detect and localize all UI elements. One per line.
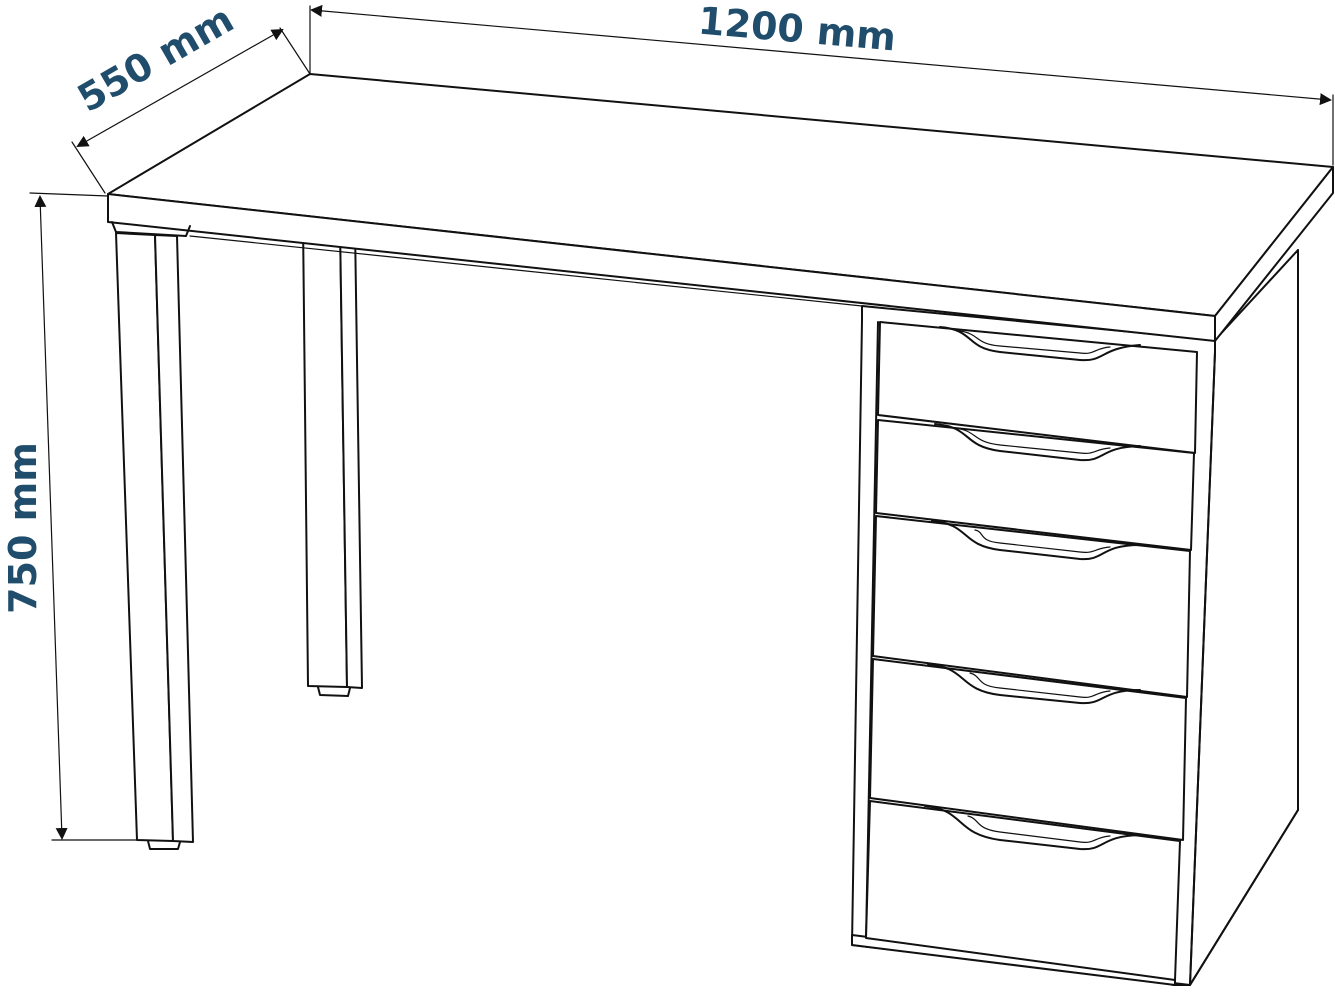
height-extension-line-top xyxy=(29,192,109,197)
drawer-2 xyxy=(875,419,1195,551)
drawer-4-handle xyxy=(927,663,1141,705)
back-leg xyxy=(302,221,363,697)
drawer-3 xyxy=(872,515,1191,698)
front-leg-foot xyxy=(147,840,181,850)
drawer-5 xyxy=(865,800,1181,981)
width-label: 1200 mm xyxy=(696,0,897,60)
depth-label: 550 mm xyxy=(70,0,241,121)
cabinet-right-edge xyxy=(1189,351,1216,986)
height-label: 750 mm xyxy=(1,442,45,614)
cabinet-side-bottom xyxy=(1189,809,1299,986)
width-dimension-line xyxy=(310,4,1332,106)
drawer-3-front xyxy=(872,515,1191,698)
depth-extension-line-top xyxy=(279,27,311,75)
drawer-1-handle-inner xyxy=(959,330,1111,354)
drawer-1 xyxy=(877,321,1198,454)
drawer-cabinet xyxy=(851,249,1299,986)
drawer-4 xyxy=(869,658,1187,841)
back-leg-foot xyxy=(317,686,351,697)
drawer-4-handle-inner xyxy=(969,672,1111,698)
front-leg xyxy=(115,232,194,850)
drawer-2-front xyxy=(875,419,1195,551)
drawer-1-handle xyxy=(939,326,1141,362)
drawer-2-handle xyxy=(934,423,1141,462)
drawer-2-handle-inner xyxy=(954,427,1111,454)
depth-extension-line-bottom xyxy=(71,141,106,194)
tabletop-front-edge xyxy=(107,193,1216,342)
tabletop-underside-back-line xyxy=(189,235,863,307)
height-dimension: 750 mm xyxy=(1,192,141,841)
drawer-4-front xyxy=(869,658,1187,841)
drawer-5-handle-inner xyxy=(967,815,1111,843)
tabletop xyxy=(107,73,1334,342)
drawer-3-handle xyxy=(931,520,1141,561)
tabletop-underside-bracket xyxy=(111,221,191,237)
height-dimension-line xyxy=(34,195,68,840)
drawer-3-handle-inner xyxy=(974,529,1111,553)
depth-dimension-line xyxy=(76,29,284,147)
drawer-5-handle xyxy=(924,805,1141,851)
